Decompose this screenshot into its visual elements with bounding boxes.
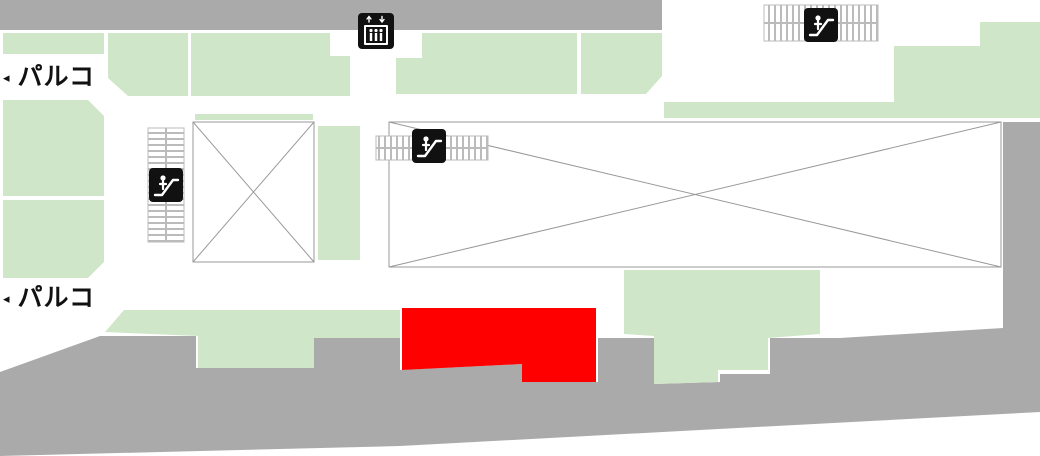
corridor-bottom [0, 328, 1040, 456]
store-highlighted[interactable] [402, 308, 596, 382]
store-top-4 [396, 33, 577, 94]
store-top-1 [3, 33, 104, 54]
direction-label-parco-upper[interactable]: ◂ パルコ [3, 64, 95, 89]
store-top-5 [581, 33, 662, 94]
store-top-2 [108, 33, 188, 96]
triangle-left-icon: ◂ [3, 291, 10, 307]
store-right-upper [664, 22, 1040, 118]
corridor-top [0, 0, 662, 30]
atrium-void-small [192, 121, 315, 263]
direction-label-text: パルコ [17, 283, 96, 312]
store-top-3 [191, 33, 350, 96]
triangle-left-icon: ◂ [3, 70, 10, 86]
store-left-1 [3, 100, 104, 196]
elevator-icon[interactable] [358, 13, 394, 49]
escalator-icon[interactable] [804, 8, 838, 42]
store-left-2 [3, 200, 104, 278]
store-center-right-strip [318, 126, 360, 260]
store-center-top-strip [195, 114, 313, 120]
escalator-icon[interactable] [412, 129, 446, 163]
direction-label-text: パルコ [17, 62, 96, 91]
store-bottom-left [105, 310, 400, 368]
escalator-icon[interactable] [149, 168, 183, 202]
direction-label-parco-lower[interactable]: ◂ パルコ [3, 285, 95, 310]
store-bottom-right [624, 270, 820, 384]
atrium-void-large [388, 121, 1002, 268]
